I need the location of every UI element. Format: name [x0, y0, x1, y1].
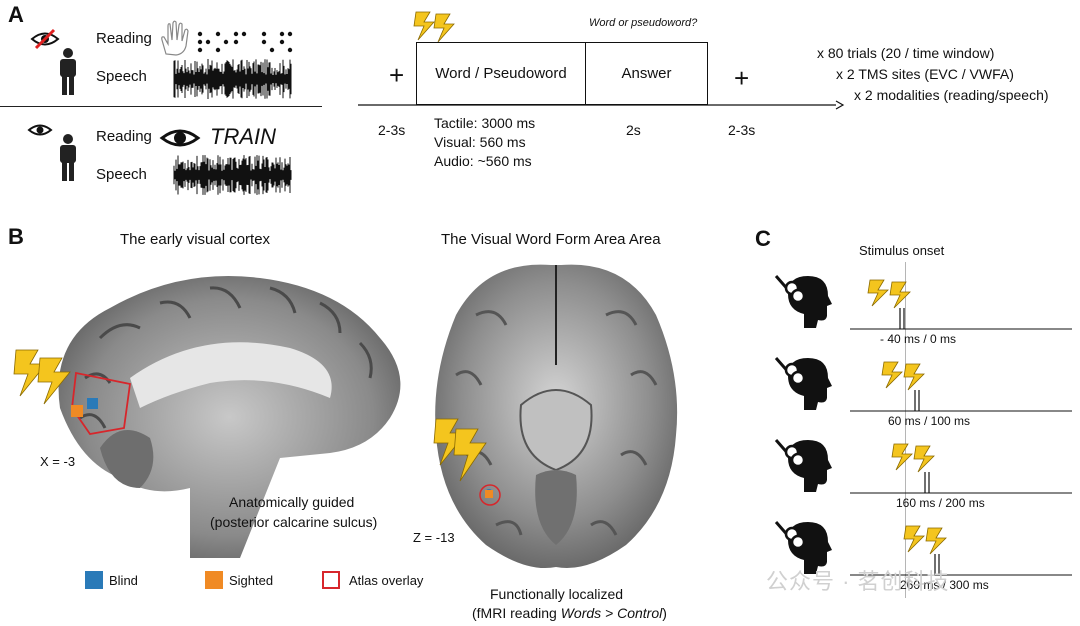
tms-pulse-lightning-icon: [891, 443, 935, 473]
panel-c-letter: C: [755, 226, 771, 251]
vwfa-caption-2-contrast: Words > Control: [560, 605, 663, 621]
duration-tactile: Tactile: 3000 ms: [434, 115, 536, 131]
vwfa-caption-2-post: ): [662, 605, 667, 621]
legend-label-blind: Blind: [109, 573, 138, 588]
person-icon-2: [60, 134, 76, 181]
tms-pulse-lightning-icon: [903, 525, 947, 555]
design-modalities: x 2 modalities (reading/speech): [854, 87, 1049, 103]
speech-waveform-1: [173, 59, 292, 99]
vwfa-caption-2: (fMRI reading Words > Control): [472, 605, 667, 621]
legend-swatch-sighted: [205, 571, 223, 589]
answer-box-label: Answer: [621, 65, 672, 82]
z-coordinate: Z = -13: [413, 530, 455, 545]
axial-brain-image: [435, 264, 678, 569]
tms-lightning-evc: [13, 349, 71, 405]
tms-lightning-icon: [413, 11, 455, 43]
eye-icon: [27, 124, 53, 136]
fixation-cross-2: +: [734, 63, 750, 93]
sagittal-brain-image: [58, 276, 401, 558]
person-icon: [60, 48, 76, 95]
fixation-cross-1: +: [389, 60, 405, 90]
legend-swatch-blind: [85, 571, 103, 589]
watermark: 公众号 · 茗创科技: [766, 569, 950, 594]
tms-head-icon: [774, 357, 832, 410]
pulse-timeline: [850, 308, 1072, 330]
stimulus-box-label: Word / Pseudoword: [435, 65, 567, 82]
sighted-reading-label: Reading: [96, 128, 152, 145]
large-eye-icon: [159, 129, 201, 147]
tms-pulse-lightning-icon: [881, 361, 925, 391]
tms-head-icon: [774, 521, 832, 574]
evc-title: The early visual cortex: [120, 231, 271, 248]
blind-reading-label: Reading: [96, 30, 152, 47]
pulse-timing-label: - 40 ms / 0 ms: [880, 332, 957, 346]
sighted-speech-label: Speech: [96, 166, 147, 183]
evc-caption-1: Anatomically guided: [229, 494, 355, 510]
pulse-timing-label: 260 ms / 300 ms: [900, 578, 989, 592]
tms-pulse-lightning-icon: [867, 279, 911, 309]
panel-b-letter: B: [8, 224, 24, 249]
task-question: Word or pseudoword?: [589, 17, 698, 29]
duration-visual: Visual: 560 ms: [434, 134, 526, 150]
post-interval: 2-3s: [728, 122, 756, 138]
design-sites: x 2 TMS sites (EVC / VWFA): [836, 66, 1014, 82]
hand-icon: [161, 20, 189, 56]
panel-a-letter: A: [8, 2, 24, 27]
legend-swatch-atlas: [322, 571, 340, 589]
vwfa-title: The Visual Word Form Area Area: [441, 231, 661, 248]
x-coordinate: X = -3: [40, 454, 76, 469]
separator-line: [0, 106, 322, 107]
pulse-timing-label: 160 ms / 200 ms: [896, 496, 985, 510]
answer-box: Answer: [585, 42, 708, 105]
evc-caption-2: (posterior calcarine sulcus): [210, 514, 378, 530]
vwfa-caption-1: Functionally localized: [490, 586, 624, 602]
tms-head-icon: [774, 439, 832, 492]
design-trials: x 80 trials (20 / time window): [817, 45, 995, 61]
stimulus-box: Word / Pseudoword: [416, 42, 586, 105]
pre-interval: 2-3s: [378, 122, 406, 138]
legend-label-sighted: Sighted: [229, 573, 274, 588]
blind-speech-label: Speech: [96, 68, 147, 85]
braille-dots-icon: [197, 31, 293, 53]
timeline-arrow: [358, 100, 845, 110]
pulse-timing-label: 60 ms / 100 ms: [888, 414, 971, 428]
pulse-timeline: [850, 390, 1072, 412]
pulse-timeline: [850, 554, 1072, 576]
speech-waveform-2: [173, 155, 292, 195]
legend-label-atlas: Atlas overlay: [349, 573, 424, 588]
answer-interval: 2s: [626, 122, 641, 138]
onset-line: [905, 262, 906, 598]
sighted-word: TRAIN: [210, 124, 276, 149]
duration-audio: Audio: ~560 ms: [434, 153, 532, 169]
tms-head-icon: [774, 275, 832, 328]
tms-lightning-vwfa: [433, 418, 487, 482]
stimulus-onset-label: Stimulus onset: [859, 243, 945, 258]
vwfa-caption-2-pre: (fMRI reading: [472, 605, 561, 621]
pulse-timeline: [850, 472, 1072, 494]
crossed-eye-icon: [30, 28, 60, 50]
